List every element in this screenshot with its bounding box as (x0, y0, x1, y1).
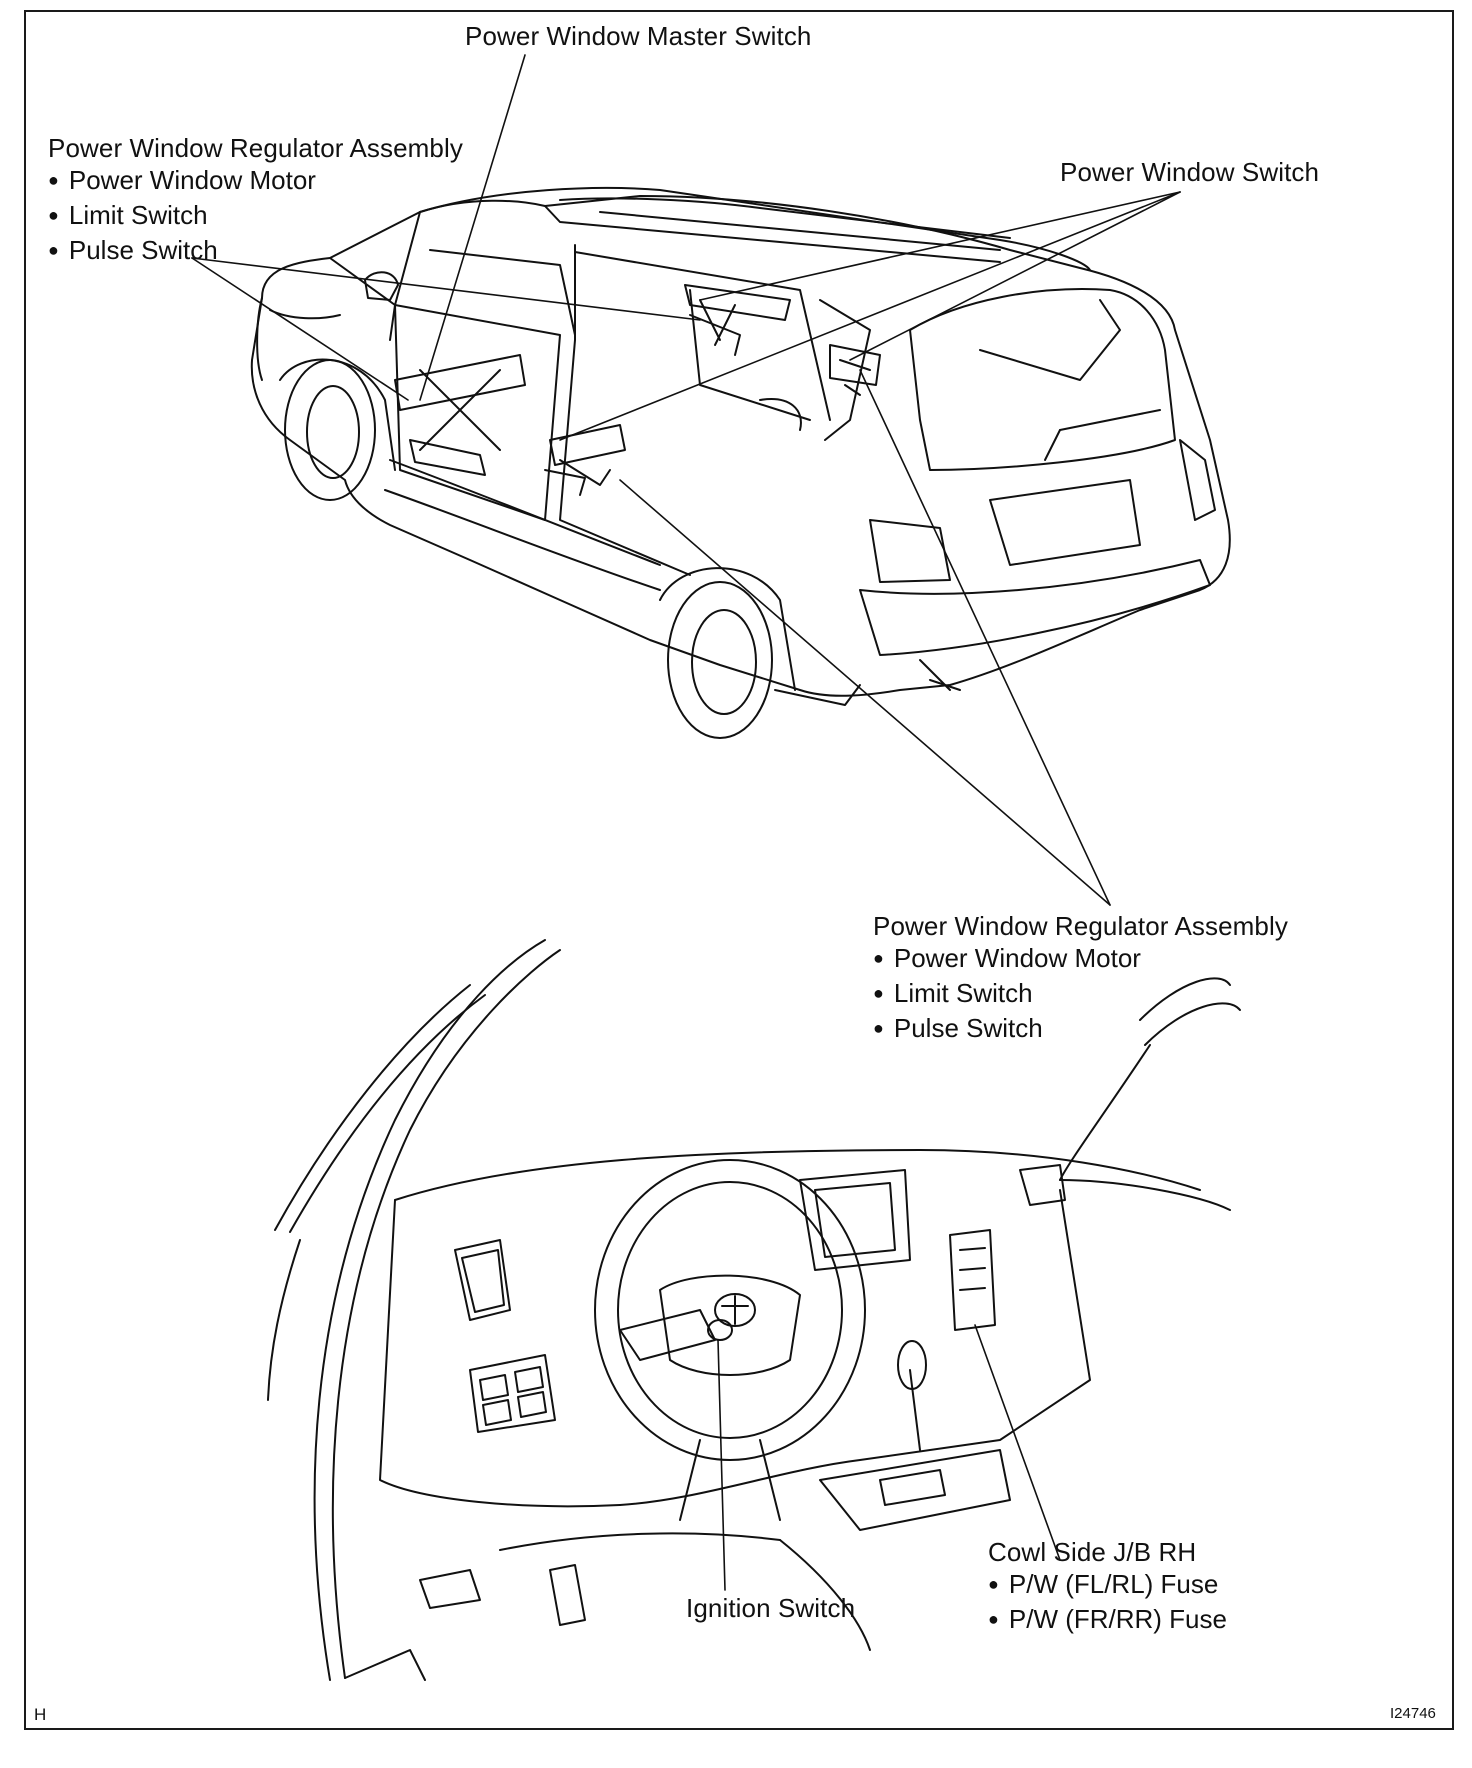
cowl-jb-title: Cowl Side J/B RH (988, 1537, 1197, 1567)
regulator-rear-left (544, 424, 626, 496)
regulator-front-left (394, 354, 526, 476)
figure-id: I24746 (1390, 1705, 1436, 1722)
leader-lines-upper (191, 54, 1181, 906)
ignition-switch-label: Ignition Switch (686, 1593, 856, 1623)
page-marker: H (34, 1705, 47, 1724)
regulator-left-title: Power Window Regulator Assembly (48, 133, 463, 163)
regulator-left-item-limit: Limit Switch (48, 199, 316, 234)
regulator-front-right (684, 284, 791, 356)
regulator-right-item-pulse: Pulse Switch (873, 1012, 1141, 1047)
regulator-left-item-pulse: Pulse Switch (48, 234, 316, 269)
regulator-right-item-motor: Power Window Motor (873, 942, 1141, 977)
diagram-frame (24, 10, 1454, 1730)
leader-lines-lower (717, 1324, 1061, 1591)
regulator-right-title: Power Window Regulator Assembly (873, 911, 1288, 941)
cowl-jb-item-fl-rl: P/W (FL/RL) Fuse (988, 1568, 1227, 1603)
regulator-left-item-motor: Power Window Motor (48, 164, 316, 199)
dashboard-illustration (267, 939, 1241, 1681)
regulator-left-list: Power Window Motor Limit Switch Pulse Sw… (48, 164, 316, 269)
regulator-rear-right (829, 344, 881, 396)
master-switch-label: Power Window Master Switch (465, 21, 812, 51)
cowl-jb-list: P/W (FL/RL) Fuse P/W (FR/RR) Fuse (988, 1568, 1227, 1638)
regulator-right-list: Power Window Motor Limit Switch Pulse Sw… (873, 942, 1141, 1047)
cowl-jb-item-fr-rr: P/W (FR/RR) Fuse (988, 1603, 1227, 1638)
window-switch-label: Power Window Switch (1060, 157, 1320, 187)
regulator-right-item-limit: Limit Switch (873, 977, 1141, 1012)
suv-illustration (250, 186, 1231, 739)
